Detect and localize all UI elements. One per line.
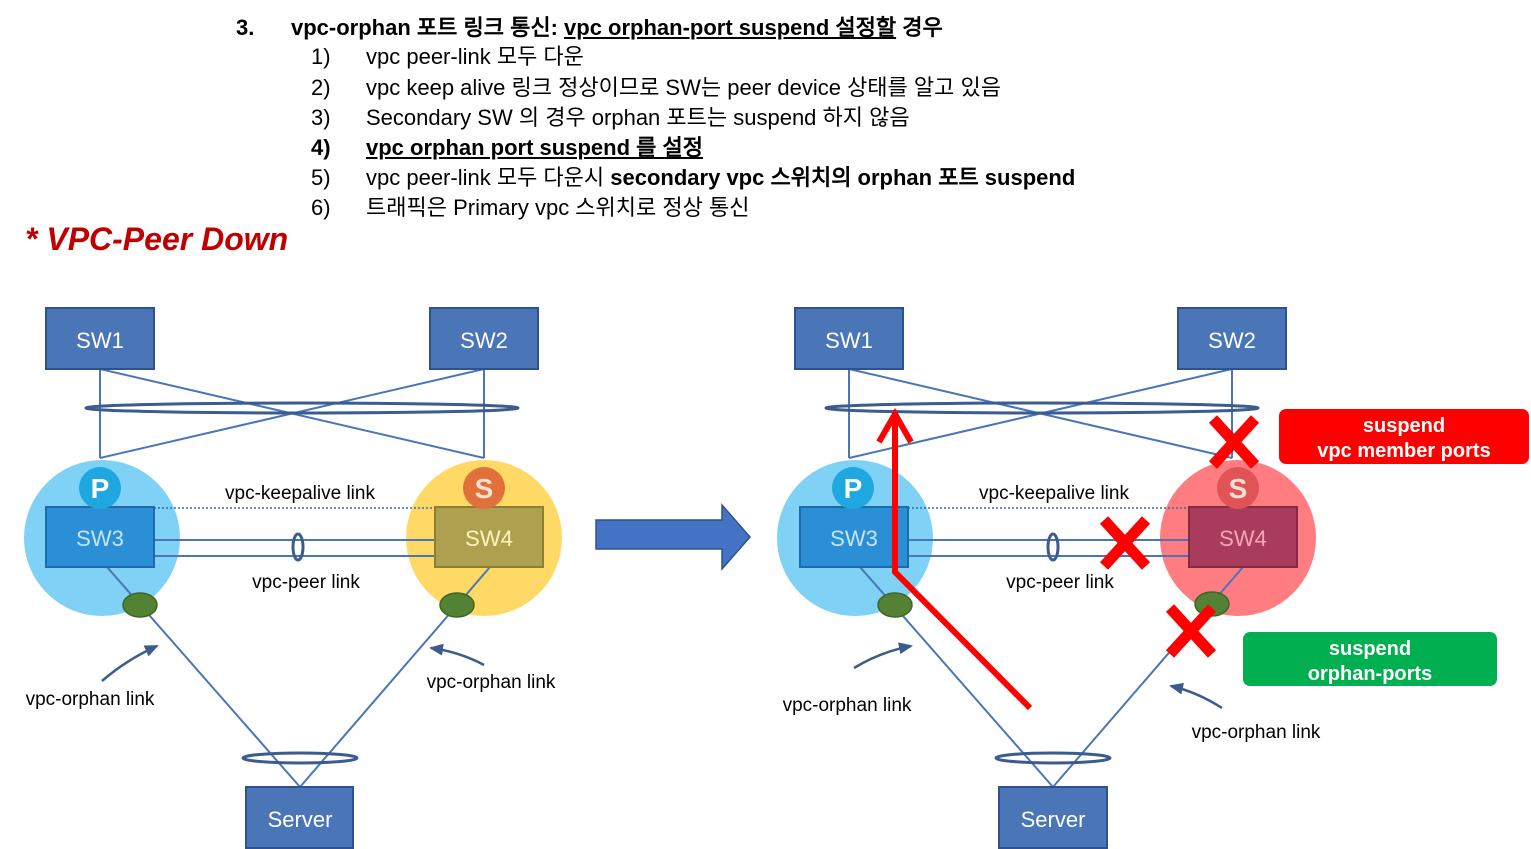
switch-sw4-suspended bbox=[1188, 506, 1298, 568]
step-text: vpc peer-link 모두 다운시 secondary vpc 스위치의 … bbox=[366, 165, 1075, 190]
switch-sw2-label: SW2 bbox=[1208, 328, 1256, 353]
switch-sw1 bbox=[794, 307, 904, 370]
before-topology: SW1 SW2 SW3 SW4 P S Server vpc-keepalive… bbox=[24, 307, 562, 849]
step-number: 6) bbox=[311, 195, 331, 220]
callout-line1: suspend bbox=[1363, 415, 1445, 437]
orphan-link-left-label: vpc-orphan link bbox=[26, 689, 155, 710]
callout-box bbox=[1279, 409, 1529, 464]
primary-badge bbox=[79, 467, 121, 509]
title-text: vpc-orphan 포트 링크 통신: bbox=[291, 15, 558, 40]
secondary-badge-label: S bbox=[475, 473, 494, 504]
orphan-link-right-pointer bbox=[429, 643, 485, 667]
x-stroke bbox=[1208, 415, 1260, 469]
switch-sw4-label: SW4 bbox=[465, 526, 513, 551]
secondary-badge bbox=[463, 467, 505, 509]
x-stroke bbox=[1165, 604, 1217, 658]
orphan-port-suspend-x-icon bbox=[1165, 604, 1217, 658]
callout-box bbox=[1243, 632, 1497, 686]
primary-badge bbox=[832, 467, 874, 509]
callout-line2: vpc member ports bbox=[1317, 440, 1490, 462]
callout-line2: orphan-ports bbox=[1308, 663, 1432, 685]
orphan-link-left-label: vpc-orphan link bbox=[783, 695, 912, 716]
peer-link-label: vpc-peer link bbox=[252, 572, 360, 593]
orphan-port-sw3 bbox=[877, 592, 913, 618]
transition-arrow bbox=[595, 503, 751, 571]
switch-sw2-label: SW2 bbox=[460, 328, 508, 353]
title-underlined-text: vpc orphan-port suspend 설정할 bbox=[564, 15, 897, 40]
step-text: Secondary SW 의 경우 orphan 포트는 suspend 하지 … bbox=[366, 105, 910, 130]
step-number: 5) bbox=[311, 165, 331, 190]
peer-link-label: vpc-peer link bbox=[1006, 572, 1114, 593]
switch-sw3 bbox=[799, 506, 909, 568]
x-stroke bbox=[1099, 516, 1151, 570]
step-text: 트래픽은 Primary vpc 스위치로 정상 통신 bbox=[366, 195, 750, 220]
server-port-channel bbox=[994, 751, 1112, 765]
uplink-port-channel bbox=[824, 401, 1260, 415]
keepalive-link-label: vpc-keepalive link bbox=[979, 483, 1129, 504]
step-text: vpc peer-link 모두 다운 bbox=[366, 44, 584, 69]
step-text: vpc keep alive 링크 정상이므로 SW는 peer device … bbox=[366, 75, 1001, 100]
server-label: Server bbox=[268, 807, 333, 832]
traffic-path-arrowhead bbox=[876, 407, 914, 444]
primary-badge-label: P bbox=[91, 473, 110, 504]
orphan-link-right-pointer bbox=[1169, 682, 1223, 710]
step-item: 1) vpc peer-link 모두 다운 bbox=[311, 44, 584, 70]
peer-link-port-channel bbox=[291, 532, 305, 562]
orphan-port-sw4 bbox=[439, 592, 475, 618]
primary-badge-label: P bbox=[844, 473, 863, 504]
secondary-badge bbox=[1217, 467, 1259, 509]
switch-sw3-label: SW3 bbox=[76, 526, 124, 551]
server-box bbox=[998, 786, 1108, 849]
orphan-port-sw3 bbox=[122, 592, 158, 618]
step-item: 5) vpc peer-link 모두 다운시 secondary vpc 스위치… bbox=[311, 165, 1075, 191]
switch-sw2 bbox=[429, 307, 539, 370]
step-item: 6) 트래픽은 Primary vpc 스위치로 정상 통신 bbox=[311, 195, 749, 221]
server-port-channel bbox=[241, 751, 359, 765]
orphan-link-left-pointer bbox=[101, 644, 159, 682]
peer-link-port-channel bbox=[1046, 532, 1060, 562]
switch-sw1-label: SW1 bbox=[76, 328, 124, 353]
switch-sw1-label: SW1 bbox=[825, 328, 873, 353]
switch-sw4 bbox=[434, 506, 544, 568]
step-number: 1) bbox=[311, 44, 331, 69]
step-emphasis-text: secondary vpc 스위치의 orphan 포트 suspend bbox=[610, 165, 1076, 190]
step-text: vpc orphan port suspend 를 설정 bbox=[366, 135, 703, 160]
switch-sw3 bbox=[45, 506, 155, 568]
orphan-link-left-pointer bbox=[853, 642, 913, 670]
uplink-port-channel bbox=[84, 401, 520, 415]
peer-link-down-x-icon bbox=[1099, 516, 1151, 570]
switch-sw2 bbox=[1177, 307, 1287, 370]
step-number: 3) bbox=[311, 105, 331, 130]
secondary-badge-label: S bbox=[1229, 473, 1248, 504]
vpc-member-suspend-x-icon bbox=[1208, 415, 1260, 469]
step-plain-text: vpc peer-link 모두 다운시 bbox=[366, 165, 605, 190]
scenario-label: * VPC-Peer Down bbox=[25, 221, 289, 257]
step-item: 4) vpc orphan port suspend 를 설정 bbox=[311, 135, 703, 161]
suspend-orphan-ports-callout: suspend orphan-ports bbox=[1243, 632, 1497, 686]
after-topology: SW1 SW2 SW3 SW4 P S Server vpc-keepalive… bbox=[777, 307, 1529, 849]
step-number: 2) bbox=[311, 75, 331, 100]
section-title: vpc-orphan 포트 링크 통신: vpc orphan-port sus… bbox=[291, 15, 943, 41]
section-number: 3. bbox=[236, 15, 255, 40]
orphan-link-right-label: vpc-orphan link bbox=[427, 672, 556, 693]
switch-sw4-label: SW4 bbox=[1219, 526, 1267, 551]
orphan-link-right-label: vpc-orphan link bbox=[1192, 722, 1321, 743]
server-box bbox=[245, 786, 354, 849]
traffic-path-arrow bbox=[892, 418, 1033, 711]
step-number: 4) bbox=[311, 135, 331, 160]
callout-line1: suspend bbox=[1329, 638, 1411, 660]
switch-sw1 bbox=[45, 307, 155, 370]
step-item: 2) vpc keep alive 링크 정상이므로 SW는 peer devic… bbox=[311, 75, 1001, 101]
server-label: Server bbox=[1021, 807, 1086, 832]
switch-sw3-label: SW3 bbox=[830, 526, 878, 551]
keepalive-link-label: vpc-keepalive link bbox=[225, 483, 375, 504]
suspend-vpc-member-callout: suspend vpc member ports bbox=[1279, 409, 1529, 464]
step-item: 3) Secondary SW 의 경우 orphan 포트는 suspend 하… bbox=[311, 105, 910, 131]
title-tail-text: 경우 bbox=[902, 15, 943, 40]
